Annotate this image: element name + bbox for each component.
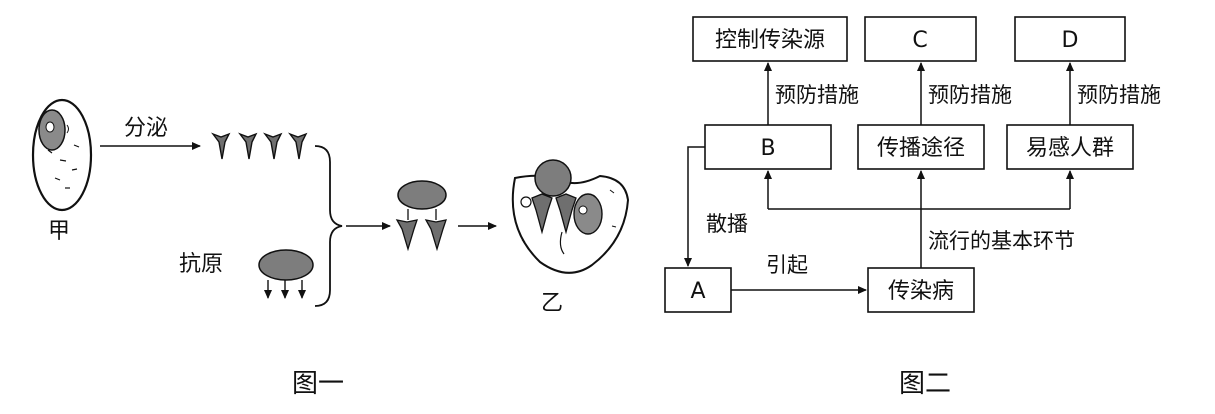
brace	[314, 145, 343, 307]
phagocyte-yi	[511, 159, 630, 274]
prevention-label-3: 预防措施	[1077, 83, 1161, 107]
secrete-label: 分泌	[124, 116, 168, 141]
figure2-caption: 图二	[899, 369, 951, 399]
box-route	[857, 124, 985, 170]
prevention-label-1: 预防措施	[775, 83, 859, 107]
cause-label: 引起	[766, 253, 808, 277]
basic-links-label: 流行的基本环节	[928, 229, 1075, 253]
cell-jia	[31, 98, 93, 212]
box-susceptible-label: 易感人群	[1026, 136, 1114, 161]
box-a-label: A	[690, 279, 705, 304]
box-a	[664, 267, 732, 313]
box-disease	[867, 267, 975, 313]
cell-jia-label: 甲	[48, 219, 70, 244]
prevention-label-2: 预防措施	[928, 83, 1012, 107]
box-susceptible	[1006, 124, 1134, 170]
box-c	[864, 16, 977, 62]
box-b-label: B	[760, 136, 775, 161]
box-c-label: C	[912, 28, 927, 53]
figure2: 控制传染源 C D B 传播途径 易感人群 A 传染病 预防措施 预防措施 预防…	[664, 16, 1161, 399]
antigen-shape	[258, 249, 314, 299]
phagocyte-yi-label: 乙	[541, 291, 563, 316]
box-route-label: 传播途径	[877, 136, 965, 161]
antigen-label: 抗原	[179, 252, 223, 277]
figure1: 甲 分泌 抗原	[31, 98, 630, 399]
box-d	[1014, 16, 1126, 62]
box-control-source	[692, 16, 848, 62]
box-disease-label: 传染病	[888, 279, 954, 304]
antibodies	[211, 132, 308, 160]
box-d-label: D	[1062, 28, 1079, 53]
figure1-caption: 图一	[292, 369, 344, 399]
box-control-source-label: 控制传染源	[715, 28, 825, 53]
antigen-antibody-complex	[395, 180, 447, 252]
spread-label: 散播	[706, 212, 748, 236]
arrow-b-to-a	[684, 146, 705, 267]
